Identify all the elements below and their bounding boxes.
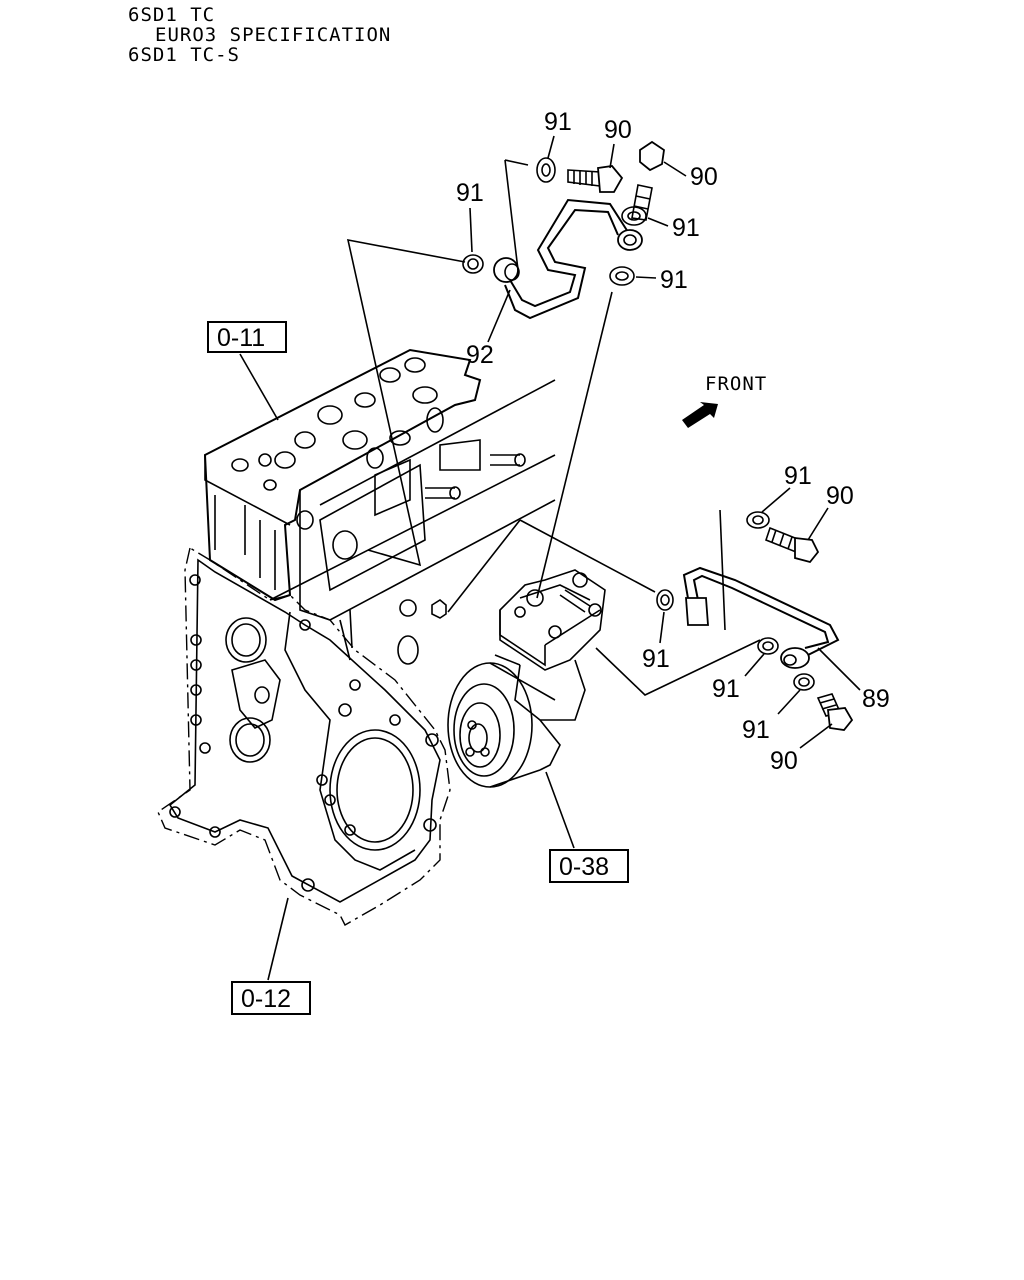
ref-box-cylinder-head[interactable]: 0-11 bbox=[207, 321, 287, 353]
callout-90: 90 bbox=[826, 482, 854, 510]
callout-90: 90 bbox=[604, 116, 632, 144]
cylinder-head-drawing bbox=[203, 348, 556, 665]
callout-90: 90 bbox=[770, 747, 798, 775]
callout-92: 92 bbox=[466, 341, 494, 369]
callout-91: 91 bbox=[672, 214, 700, 242]
callout-91: 91 bbox=[660, 266, 688, 294]
callout-91: 91 bbox=[742, 716, 770, 744]
lower-oil-pipe-89 bbox=[682, 566, 840, 669]
front-direction-label: FRONT bbox=[705, 373, 767, 395]
model-line-2: 6SD1 TC-S bbox=[128, 44, 240, 66]
callout-90: 90 bbox=[690, 163, 718, 191]
upper-oil-pipe-92 bbox=[493, 198, 643, 320]
spec-line: EURO3 SPECIFICATION bbox=[155, 24, 392, 46]
ref-label-0-38: 0-38 bbox=[559, 853, 609, 881]
callout-91: 91 bbox=[784, 462, 812, 490]
callout-89: 89 bbox=[862, 685, 890, 713]
air-compressor-drawing bbox=[447, 569, 606, 788]
front-arrow-icon bbox=[682, 402, 718, 428]
callout-91: 91 bbox=[642, 645, 670, 673]
callout-91: 91 bbox=[456, 179, 484, 207]
ref-label-0-12: 0-12 bbox=[241, 985, 291, 1013]
front-cover-drawing bbox=[157, 546, 451, 926]
top-fasteners bbox=[462, 140, 665, 286]
ref-box-compressor[interactable]: 0-38 bbox=[549, 849, 629, 883]
assembly-leader-lines bbox=[346, 159, 761, 696]
ref-label-0-11: 0-11 bbox=[217, 324, 265, 352]
ref-box-front-cover[interactable]: 0-12 bbox=[231, 981, 311, 1015]
model-line-1: 6SD1 TC bbox=[128, 4, 216, 26]
lower-fasteners bbox=[656, 511, 854, 731]
callout-91: 91 bbox=[712, 675, 740, 703]
callout-91: 91 bbox=[544, 108, 572, 136]
